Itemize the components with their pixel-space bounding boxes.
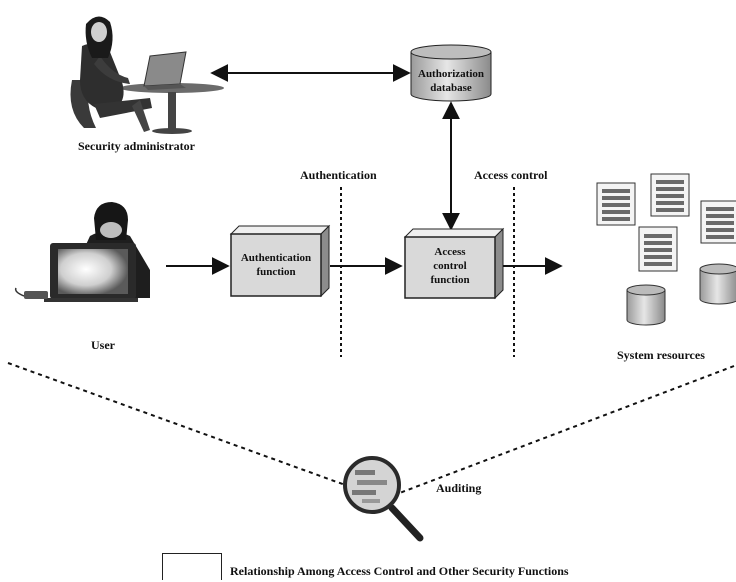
- authentication-function-box: [229, 224, 331, 298]
- security-administrator-figure: [70, 16, 224, 134]
- document-icon: [700, 200, 736, 244]
- user-label: User: [91, 338, 115, 352]
- authentication-function-line-2: function: [256, 266, 296, 278]
- storage-cylinder-icon: [699, 263, 736, 305]
- auditing-line-right: [396, 365, 735, 495]
- security-administrator-label: Security administrator: [78, 139, 195, 153]
- authorization-database: [410, 44, 492, 102]
- access-control-function-line-1: Access: [434, 246, 466, 258]
- document-icon: [596, 182, 636, 226]
- document-icon: [638, 226, 678, 272]
- authentication-function-label: Authentication function: [231, 251, 321, 279]
- user-figure: [14, 202, 150, 302]
- caption-box: [162, 553, 222, 580]
- magnifying-glass-icon: [343, 456, 424, 542]
- authentication-function-line-1: Authentication: [240, 252, 312, 264]
- access-control-label: Access control: [474, 168, 548, 182]
- access-control-function-label: Access control function: [405, 245, 495, 287]
- authentication-label: Authentication: [300, 168, 377, 182]
- system-resources-icons: [596, 173, 736, 326]
- authorization-database-line-1: Authorization: [418, 68, 484, 80]
- access-control-function-line-3: function: [430, 274, 470, 286]
- access-control-function-line-2: control: [433, 260, 467, 272]
- authorization-database-line-2: database: [430, 82, 472, 94]
- auditing-line-left: [7, 362, 349, 487]
- system-resources-label: System resources: [617, 348, 705, 362]
- storage-cylinder-icon: [626, 284, 666, 326]
- figure-caption: Relationship Among Access Control and Ot…: [230, 564, 569, 578]
- authorization-database-label: Authorization database: [411, 67, 491, 95]
- access-control-function-box: [403, 227, 505, 300]
- auditing-label: Auditing: [436, 481, 482, 495]
- document-icon: [650, 173, 690, 217]
